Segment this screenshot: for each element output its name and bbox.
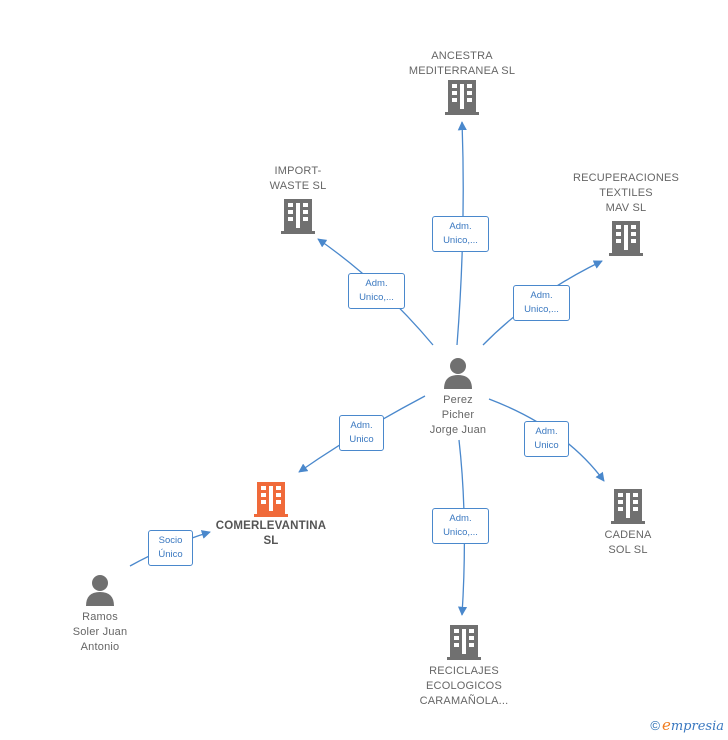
building-icon bbox=[254, 482, 288, 517]
node-label-ancestra: ANCESTRA MEDITERRANEA SL bbox=[408, 50, 516, 77]
node-ramos[interactable]: Ramos Soler Juan Antonio bbox=[50, 574, 150, 655]
node-reciclajes[interactable]: RECICLAJES ECOLOGICOS CARAMAÑOLA... bbox=[396, 624, 532, 709]
edge-label-ramos-comerlevantina[interactable]: Socio Único bbox=[148, 530, 193, 566]
empresia-logo: empresia bbox=[661, 716, 724, 734]
node-label-cadena: CADENA SOL SL bbox=[604, 529, 652, 556]
node-comerlevantina[interactable]: COMERLEVANTINA SL bbox=[198, 481, 344, 549]
node-label-import-waste: IMPORT- WASTE SL bbox=[269, 165, 327, 192]
building-icon bbox=[609, 221, 643, 256]
edge-label-import-waste[interactable]: Adm. Unico,... bbox=[348, 273, 405, 309]
empresia-watermark: ©empresia bbox=[650, 716, 724, 734]
edge-label-reciclajes[interactable]: Adm. Unico,... bbox=[432, 508, 489, 544]
node-ancestra[interactable]: ANCESTRA MEDITERRANEA SL bbox=[392, 49, 532, 115]
edge-label-ancestra[interactable]: Adm. Unico,... bbox=[432, 216, 489, 252]
copyright-icon: © bbox=[650, 718, 660, 733]
node-label-recuperaciones: RECUPERACIONES TEXTILES MAV SL bbox=[572, 172, 680, 214]
person-icon bbox=[444, 358, 472, 389]
edge-label-comerlevantina[interactable]: Adm. Unico bbox=[339, 415, 384, 451]
node-label-ramos: Ramos Soler Juan Antonio bbox=[72, 611, 128, 653]
edge-label-cadena[interactable]: Adm. Unico bbox=[524, 421, 569, 457]
node-label-reciclajes: RECICLAJES ECOLOGICOS CARAMAÑOLA... bbox=[419, 665, 509, 707]
edge-label-recuperaciones[interactable]: Adm. Unico,... bbox=[513, 285, 570, 321]
person-icon bbox=[86, 575, 114, 606]
building-icon bbox=[281, 199, 315, 234]
node-label-comerlevantina: COMERLEVANTINA SL bbox=[215, 520, 327, 547]
node-import-waste[interactable]: IMPORT- WASTE SL bbox=[238, 164, 358, 234]
node-label-perez: Perez Picher Jorge Juan bbox=[429, 394, 487, 436]
node-perez[interactable]: Perez Picher Jorge Juan bbox=[408, 357, 508, 438]
building-icon bbox=[611, 489, 645, 524]
building-icon bbox=[447, 625, 481, 660]
node-cadena[interactable]: CADENA SOL SL bbox=[578, 488, 678, 558]
building-icon bbox=[445, 80, 479, 115]
node-recuperaciones[interactable]: RECUPERACIONES TEXTILES MAV SL bbox=[556, 171, 696, 256]
